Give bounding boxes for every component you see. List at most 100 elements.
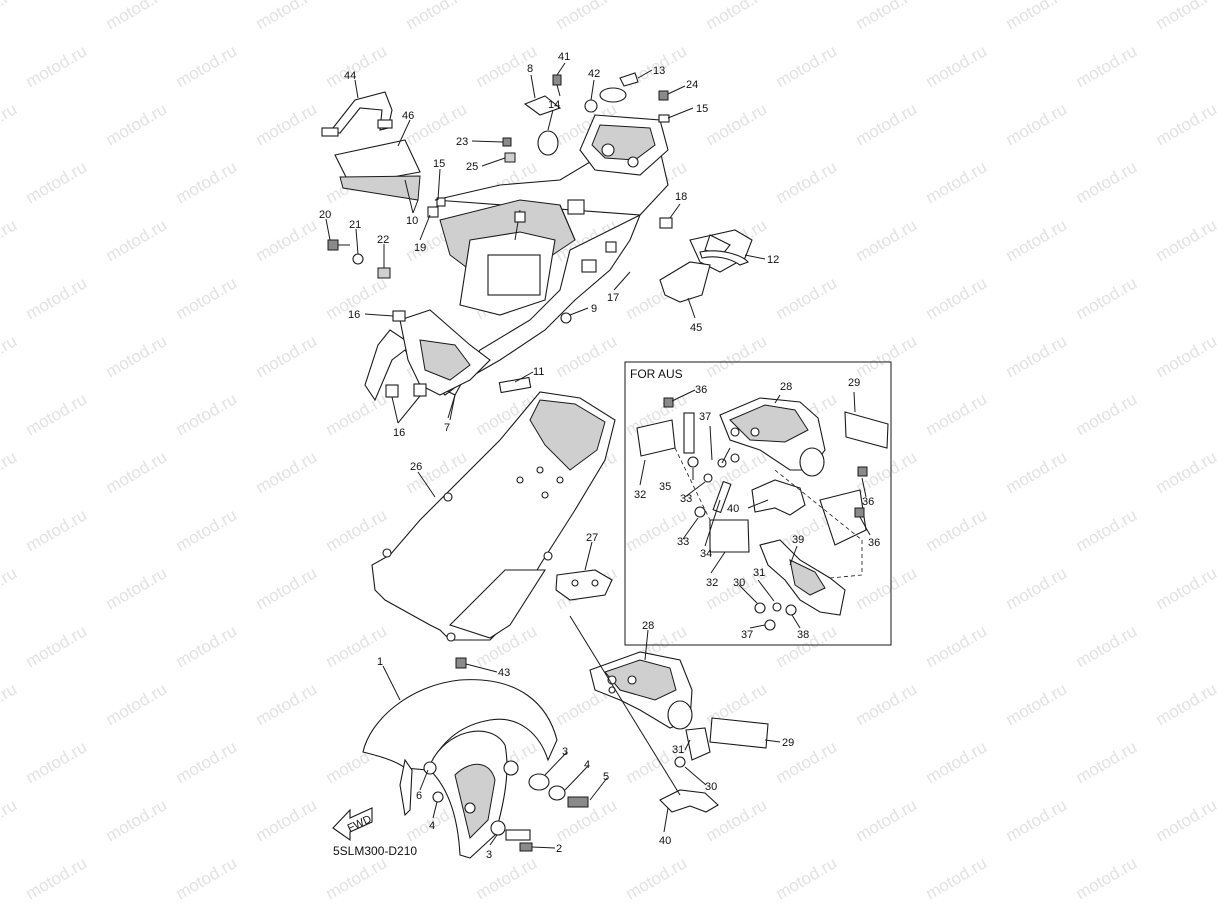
seat-strap-and-plate <box>321 91 421 201</box>
watermark-text: motod.ru <box>173 273 241 323</box>
watermark-text: motod.ru <box>253 795 321 845</box>
watermark-text: motod.ru <box>1073 41 1141 91</box>
callout-c24: 24 <box>686 79 698 91</box>
watermark-text: motod.ru <box>173 505 241 555</box>
watermark-text: motod.ru <box>1153 795 1217 845</box>
watermark-text: motod.ru <box>923 621 991 671</box>
watermark-text: motod.ru <box>703 331 771 381</box>
callout-c14: 14 <box>548 99 560 111</box>
callout-c17: 17 <box>607 292 619 304</box>
callout-c29b: 29 <box>782 737 794 749</box>
watermark-text: motod.ru <box>23 41 91 91</box>
watermark-text: motod.ru <box>0 447 20 497</box>
watermark-text: motod.ru <box>103 215 171 265</box>
watermark-text: motod.ru <box>1073 621 1141 671</box>
callout-c4b: 4 <box>429 820 435 832</box>
callout-c11: 11 <box>533 366 544 378</box>
watermark-text: motod.ru <box>773 41 841 91</box>
watermark-text: motod.ru <box>923 505 991 555</box>
callout-c46: 46 <box>402 110 414 122</box>
watermark-text: motod.ru <box>923 737 991 787</box>
watermark-text: motod.ru <box>253 447 321 497</box>
watermark-text: motod.ru <box>1073 853 1141 903</box>
watermark-text: motod.ru <box>1003 795 1071 845</box>
front-fender <box>362 679 589 859</box>
callout-c43: 43 <box>498 667 510 679</box>
watermark-text: motod.ru <box>1153 679 1217 729</box>
callout-c40b: 40 <box>659 835 671 847</box>
watermark-text: motod.ru <box>0 215 20 265</box>
callout-c8: 8 <box>527 63 533 75</box>
callout-c44: 44 <box>344 70 356 82</box>
callout-c26: 26 <box>410 461 422 473</box>
watermark-text: motod.ru <box>0 563 20 613</box>
watermark-text: motod.ru <box>1003 563 1071 613</box>
watermark-text: motod.ru <box>253 215 321 265</box>
callout-c15b: 15 <box>696 103 708 115</box>
watermark-text: motod.ru <box>1153 447 1217 497</box>
watermark-text: motod.ru <box>853 331 921 381</box>
watermark-text: motod.ru <box>473 853 541 903</box>
watermark-text: motod.ru <box>0 99 20 149</box>
watermark-text: motod.ru <box>853 563 921 613</box>
callout-c13: 13 <box>653 65 665 77</box>
license-bracket-assembly <box>589 651 769 813</box>
watermark-text: motod.ru <box>23 505 91 555</box>
watermark-text: motod.ru <box>853 215 921 265</box>
watermark-text: motod.ru <box>923 853 991 903</box>
callout-c20: 20 <box>319 209 331 221</box>
watermark-text: motod.ru <box>1003 447 1071 497</box>
callout-a37a: 37 <box>699 411 711 423</box>
callout-c2: 2 <box>556 843 562 855</box>
watermark-text: motod.ru <box>323 389 391 439</box>
callout-c41: 41 <box>558 51 570 63</box>
watermark-text: motod.ru <box>173 621 241 671</box>
rear-frame-assembly <box>364 114 669 421</box>
callout-c5: 5 <box>603 771 609 783</box>
watermark-text: motod.ru <box>103 447 171 497</box>
callout-c45: 45 <box>690 322 702 334</box>
watermark-text: motod.ru <box>103 331 171 381</box>
callout-a32a: 32 <box>634 489 646 501</box>
watermark-text: motod.ru <box>923 41 991 91</box>
watermark-text: motod.ru <box>773 273 841 323</box>
watermark-text: motod.ru <box>23 853 91 903</box>
callout-a36a: 36 <box>695 384 707 396</box>
watermark-text: motod.ru <box>773 157 841 207</box>
callout-c31b: 31 <box>672 744 684 756</box>
callout-c9: 9 <box>591 303 597 315</box>
watermark-text: motod.ru <box>23 389 91 439</box>
callout-c1: 1 <box>377 656 383 668</box>
callout-a33a: 33 <box>680 493 692 505</box>
watermark-text: motod.ru <box>173 157 241 207</box>
callout-c19: 19 <box>414 242 426 254</box>
watermark-text: motod.ru <box>1073 737 1141 787</box>
callout-c12: 12 <box>767 254 779 266</box>
watermark-text: motod.ru <box>553 0 621 33</box>
callout-c7: 7 <box>444 422 450 434</box>
watermark-text: motod.ru <box>173 389 241 439</box>
left-fasteners <box>327 197 532 398</box>
callout-c10: 10 <box>406 215 418 227</box>
watermark-text: motod.ru <box>1073 273 1141 323</box>
for-aus-title: FOR AUS <box>630 367 683 381</box>
callout-c23: 23 <box>456 136 468 148</box>
callout-c4a: 4 <box>584 759 590 771</box>
watermark-text: motod.ru <box>923 273 991 323</box>
watermark-text: motod.ru <box>1003 331 1071 381</box>
watermark-text: motod.ru <box>253 0 321 33</box>
callout-a39: 39 <box>792 534 804 546</box>
callout-c6: 6 <box>416 790 422 802</box>
callout-a40: 40 <box>727 503 739 515</box>
diagram-code: 5SLM300-D210 <box>333 844 417 858</box>
callout-a28: 28 <box>780 381 792 393</box>
watermark-text: motod.ru <box>1073 505 1141 555</box>
callout-a36c: 36 <box>868 537 880 549</box>
callout-a31: 31 <box>753 567 765 579</box>
callout-c25: 25 <box>466 161 478 173</box>
watermark-text: motod.ru <box>1073 157 1141 207</box>
fwd-arrow-icon: FWD <box>332 807 373 842</box>
watermark-text: motod.ru <box>773 853 841 903</box>
watermark-text: motod.ru <box>1003 215 1071 265</box>
